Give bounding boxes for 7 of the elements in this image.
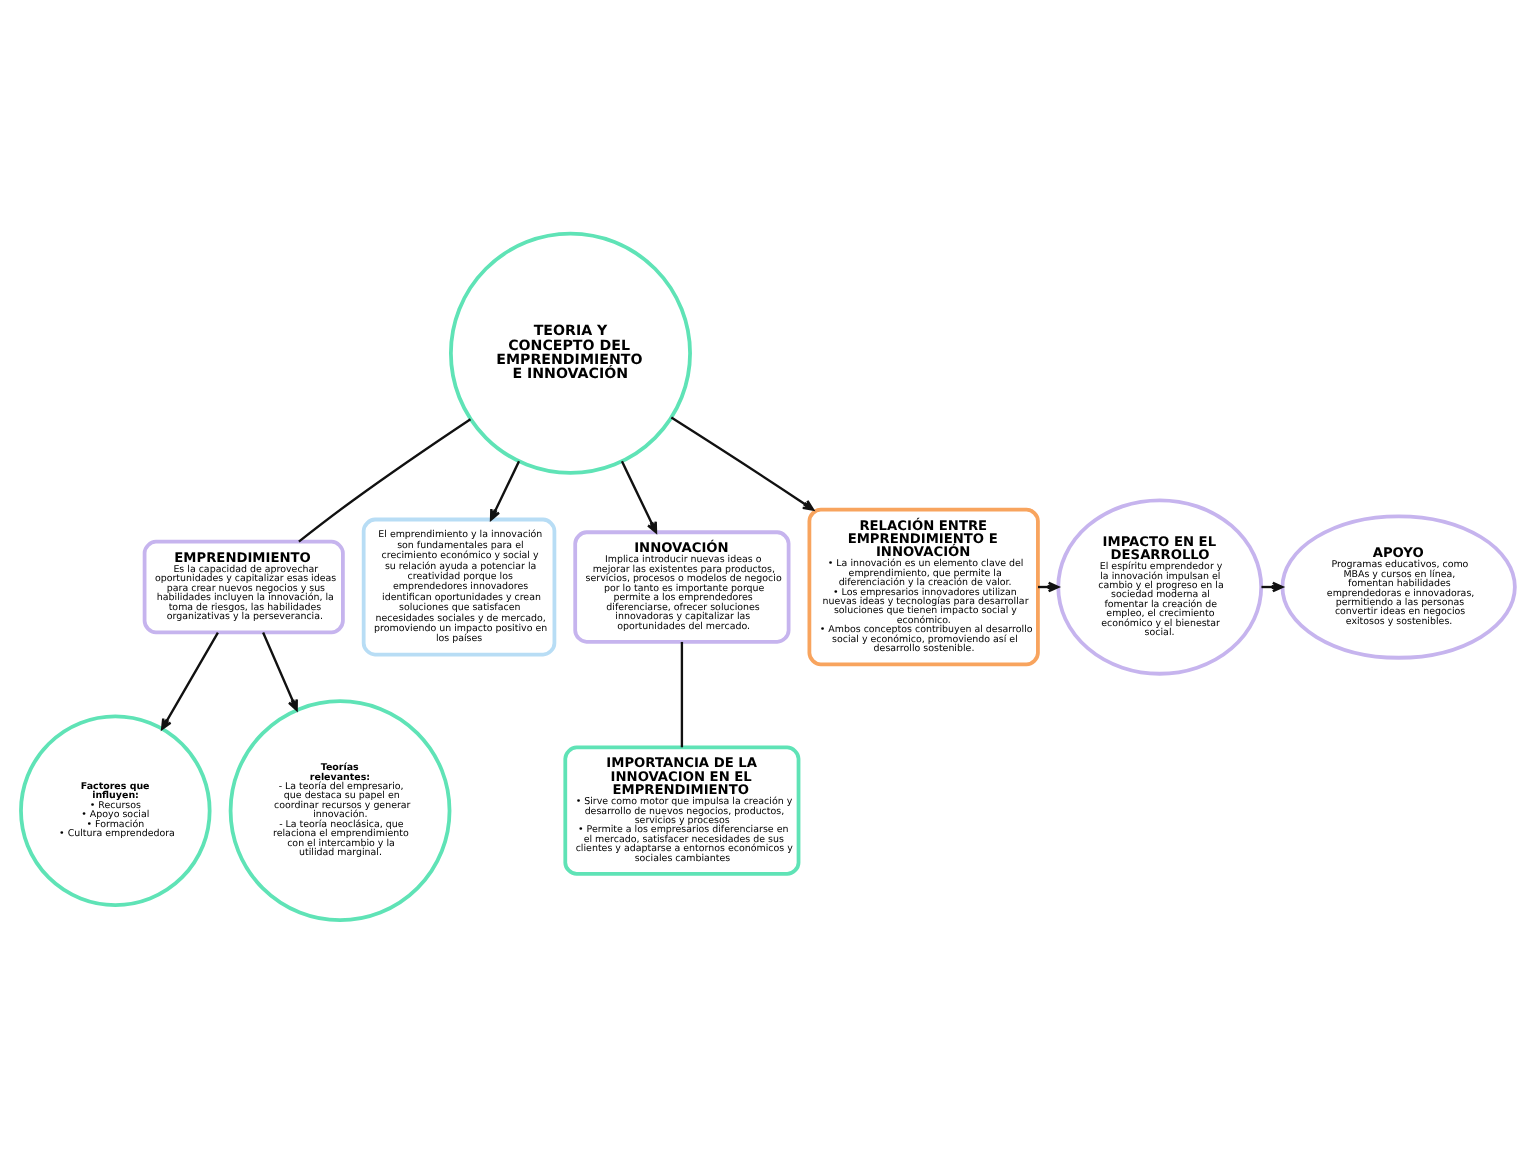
arrow <box>489 459 521 520</box>
connector <box>680 640 684 747</box>
arrow <box>262 631 298 710</box>
arrow <box>160 631 219 730</box>
arrow <box>670 415 815 510</box>
connector <box>298 417 472 542</box>
arrow <box>620 459 658 533</box>
